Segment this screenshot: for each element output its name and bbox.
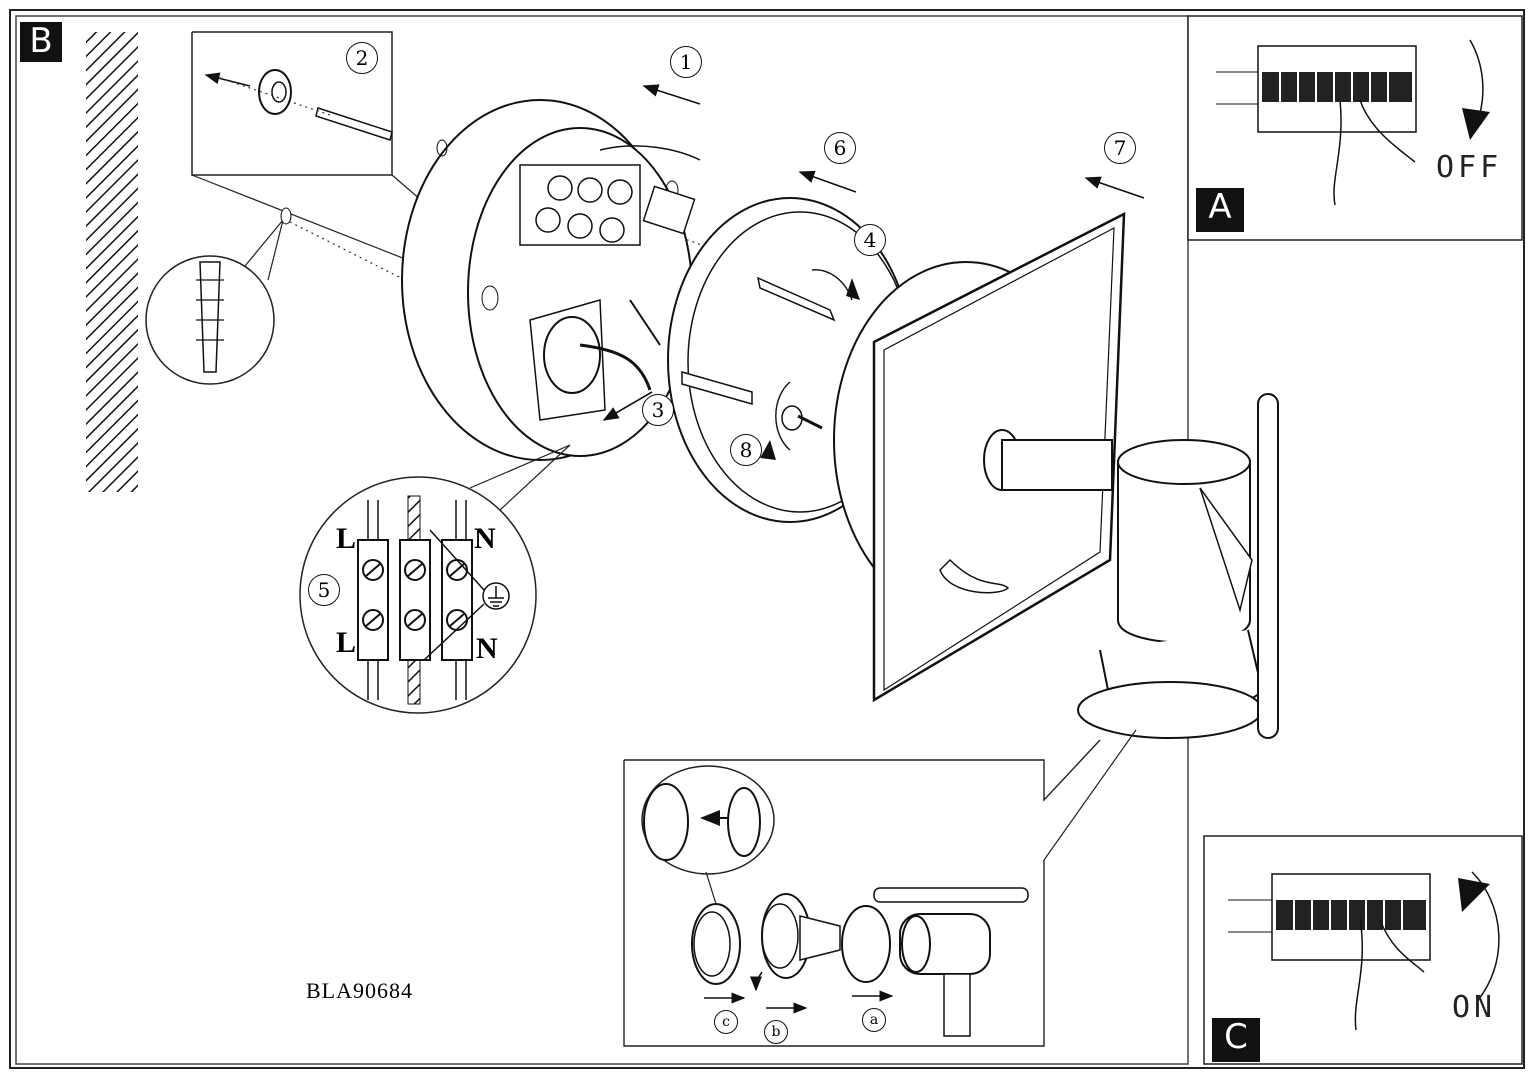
step-2-marker: 2 [346, 42, 378, 74]
hand-icon [1333, 99, 1416, 206]
step-8-marker: 8 [730, 434, 762, 466]
panel-tag-a: A [1196, 188, 1244, 232]
step-4-marker: 4 [854, 224, 886, 256]
wall-hatch [86, 32, 138, 492]
step-c-marker: c [714, 1010, 738, 1034]
step-7-marker: 7 [1104, 132, 1136, 164]
wall-plug-icon [145, 207, 292, 385]
wall-box [401, 99, 701, 461]
terminal-n-top: N [474, 522, 496, 555]
terminal-block-inset [299, 444, 571, 714]
step-a-marker: a [862, 1008, 886, 1032]
terminal-l-bottom: L [336, 626, 357, 659]
step-1-marker: 1 [670, 46, 702, 78]
step-5-marker: 5 [308, 574, 340, 606]
step-b-marker: b [764, 1020, 788, 1044]
hand-icon [1354, 917, 1425, 1031]
outer-frame [9, 9, 1525, 1069]
lamp-fixture [833, 211, 1279, 739]
screwdriver-icon [315, 107, 393, 141]
panel-tag-c: C [1212, 1018, 1260, 1062]
bulb-replacement-inset [623, 729, 1137, 1047]
model-code: BLA90684 [306, 978, 413, 1003]
terminal-l-top: L [336, 522, 357, 555]
step-6-marker: 6 [824, 132, 856, 164]
switch-off-label: OFF [1436, 150, 1503, 185]
switch-on-label: ON [1452, 990, 1497, 1025]
terminal-n-bottom: N [476, 632, 498, 665]
earth-ground-icon [423, 529, 510, 661]
step-3-marker: 3 [642, 394, 674, 426]
panel-tag-b: B [20, 22, 62, 62]
panel-switch-on [1203, 835, 1523, 1065]
